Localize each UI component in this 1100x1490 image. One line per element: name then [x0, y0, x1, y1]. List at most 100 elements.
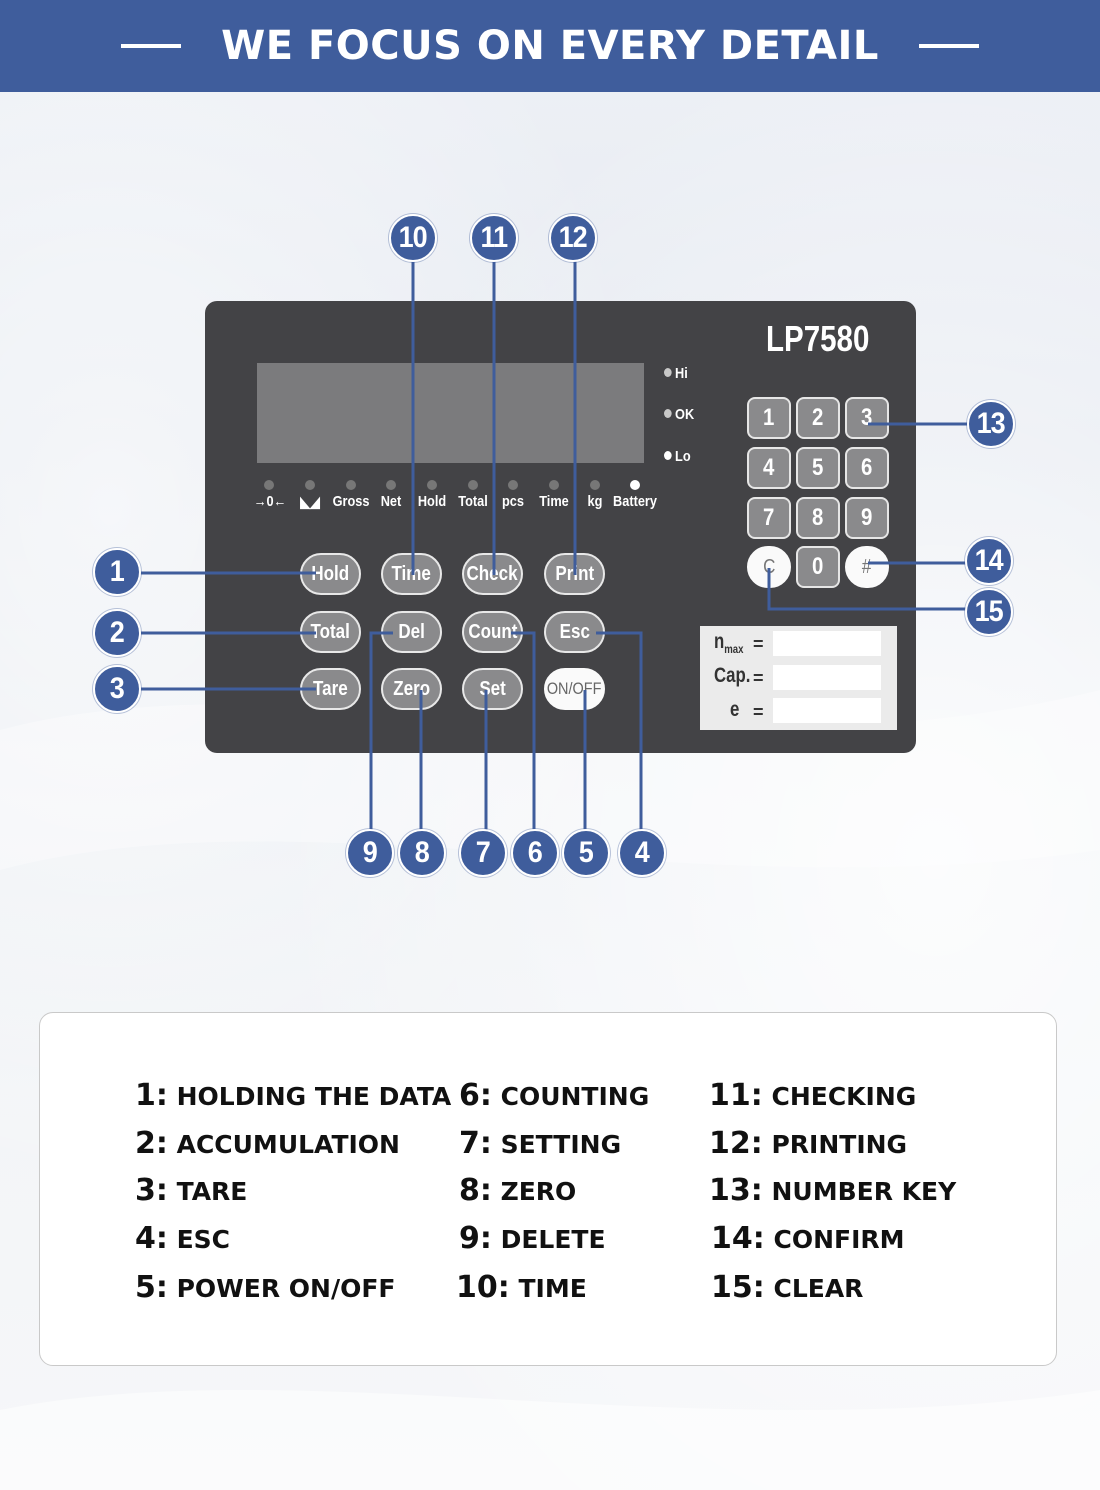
callout-15-number: 15 [974, 595, 1004, 628]
status-label-pcs: pcs [502, 493, 524, 510]
numpad-key-2-label: 2 [812, 404, 824, 431]
numpad-key-clear[interactable]: C [747, 546, 791, 588]
numpad-key-clear-label: C [762, 555, 776, 578]
legend-text-9: DELETE [500, 1225, 606, 1254]
legend-text-8: ZERO [500, 1177, 577, 1206]
callout-4-number: 4 [634, 836, 650, 869]
banner-title: WE FOCUS ON EVERY DETAIL [221, 23, 879, 69]
plate-e-label: e [730, 698, 740, 721]
on-off-key[interactable]: ON/OFF [544, 668, 605, 710]
callout-15: 15 [965, 588, 1013, 636]
on-off-key-label: ON/OFF [547, 679, 602, 698]
numpad-key-4[interactable]: 4 [747, 447, 791, 489]
time-key[interactable]: Time [381, 553, 442, 595]
zero-key[interactable]: Zero [381, 668, 442, 710]
status-led-pcs [508, 480, 518, 490]
callout-13-number: 13 [976, 407, 1006, 440]
numpad-key-4-label: 4 [763, 454, 775, 481]
set-key-label: Set [479, 677, 506, 700]
plate-nmax-sub: max [724, 642, 744, 657]
callout-2-number: 2 [109, 616, 125, 649]
legend-text-10: TIME [518, 1274, 587, 1303]
numpad-key-0-label: 0 [812, 553, 824, 580]
legend-num-7: 7: [459, 1126, 492, 1161]
status-led-hold [427, 480, 437, 490]
plate-e-value [773, 698, 881, 723]
callout-13: 13 [967, 400, 1015, 448]
status-label-total: Total [458, 493, 488, 510]
legend-item-10: 10: TIME [456, 1270, 587, 1305]
legend-num-8: 8: [459, 1173, 492, 1208]
numpad-key-0[interactable]: 0 [796, 546, 840, 588]
legend-item-7: 7: SETTING [459, 1126, 621, 1161]
callout-8-number: 8 [414, 836, 430, 869]
del-key[interactable]: Del [381, 611, 442, 653]
status-led-total [468, 480, 478, 490]
legend-text-1: HOLDING THE DATA [176, 1082, 452, 1111]
status-label-zero: →0← [253, 493, 287, 510]
check-key[interactable]: Check [462, 553, 523, 595]
status-led-time [549, 480, 559, 490]
legend-item-13: 13: NUMBER KEY [709, 1173, 956, 1208]
status-label-hold: Hold [417, 493, 447, 510]
numpad-key-6[interactable]: 6 [845, 447, 889, 489]
legend-item-3: 3: TARE [135, 1173, 247, 1208]
status-label-stable: ◣◢ [300, 494, 320, 511]
legend-item-5: 5: POWER ON/OFF [135, 1270, 396, 1305]
status-led-zero [264, 480, 274, 490]
legend-text-2: ACCUMULATION [176, 1130, 400, 1159]
set-key[interactable]: Set [462, 668, 523, 710]
total-key-label: Total [310, 620, 351, 643]
callout-5-number: 5 [578, 836, 594, 869]
count-key-label: Count [467, 620, 518, 643]
numpad-key-3[interactable]: 3 [845, 397, 889, 439]
numpad-key-8[interactable]: 8 [796, 497, 840, 539]
hold-key[interactable]: Hold [300, 553, 361, 595]
legend-num-11: 11: [709, 1078, 763, 1113]
print-key[interactable]: Print [544, 553, 605, 595]
total-key[interactable]: Total [300, 611, 361, 653]
status-led-gross [346, 480, 356, 490]
legend-item-12: 12: PRINTING [709, 1126, 907, 1161]
callout-14-number: 14 [974, 544, 1004, 577]
plate-nmax-label: nmax [714, 630, 743, 656]
legend-text-3: TARE [176, 1177, 248, 1206]
plate-cap-label: Cap. [714, 664, 751, 687]
legend-num-2: 2: [135, 1126, 168, 1161]
legend-item-2: 2: ACCUMULATION [135, 1126, 400, 1161]
status-label-time: Time [539, 493, 569, 510]
legend-text-14: CONFIRM [773, 1225, 905, 1254]
legend-num-15: 15: [711, 1270, 765, 1305]
legend-num-12: 12: [709, 1126, 763, 1161]
numpad-key-7[interactable]: 7 [747, 497, 791, 539]
banner-dash-left [121, 44, 182, 48]
callout-9: 9 [346, 829, 394, 877]
legend-num-4: 4: [135, 1221, 168, 1256]
lo-label: Lo [675, 448, 691, 465]
legend-num-10: 10: [456, 1270, 510, 1305]
legend-num-13: 13: [709, 1173, 763, 1208]
tare-key[interactable]: Tare [300, 668, 361, 710]
numpad-key-5[interactable]: 5 [796, 447, 840, 489]
legend-item-6: 6: COUNTING [459, 1078, 649, 1113]
numpad-key-confirm[interactable]: # [845, 546, 889, 588]
status-label-battery: Battery [613, 493, 657, 510]
plate-cap-value [773, 665, 881, 690]
numpad-key-6-label: 6 [861, 454, 873, 481]
legend-item-11: 11: CHECKING [709, 1078, 916, 1113]
numpad-key-1-label: 1 [763, 404, 775, 431]
legend-num-9: 9: [459, 1221, 492, 1256]
numpad-key-2[interactable]: 2 [796, 397, 840, 439]
numpad-key-1[interactable]: 1 [747, 397, 791, 439]
esc-key[interactable]: Esc [544, 611, 605, 653]
callout-10-number: 10 [398, 221, 428, 254]
callout-10: 10 [389, 214, 437, 262]
numpad-key-7-label: 7 [763, 504, 775, 531]
numpad-key-9[interactable]: 9 [845, 497, 889, 539]
callout-8: 8 [398, 829, 446, 877]
callout-14: 14 [965, 537, 1013, 585]
legend-item-15: 15: CLEAR [711, 1270, 863, 1305]
count-key[interactable]: Count [462, 611, 523, 653]
status-led-kg [590, 480, 600, 490]
callout-11: 11 [470, 214, 518, 262]
